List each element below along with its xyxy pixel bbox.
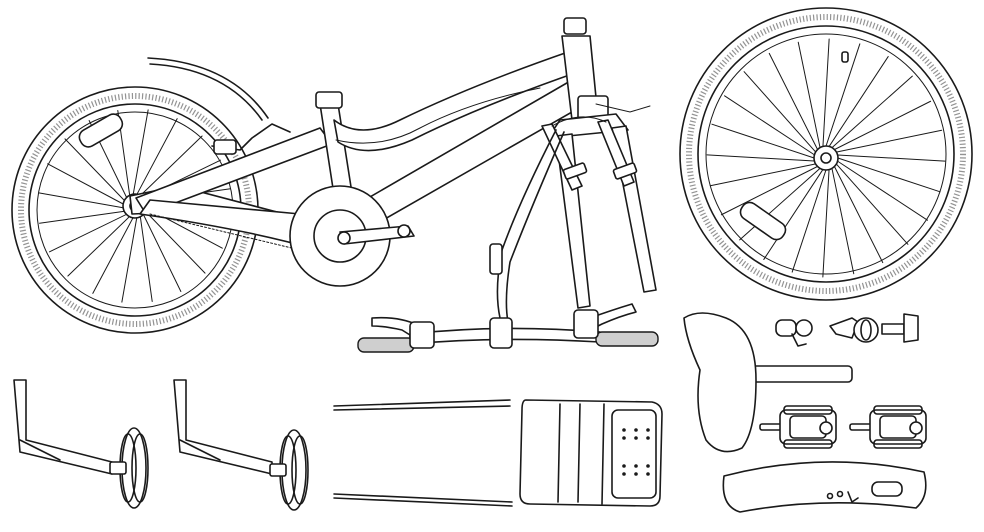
spoke xyxy=(824,43,861,149)
training-wheel-right xyxy=(173,379,309,511)
spoke xyxy=(709,163,819,187)
spoke xyxy=(132,109,149,197)
spoke xyxy=(829,75,913,150)
pedal-right xyxy=(849,405,927,449)
spoke xyxy=(143,209,206,274)
pedal-left xyxy=(759,405,837,449)
bike-frame-with-rear-wheel xyxy=(11,17,599,334)
saddle-with-seatpost xyxy=(683,312,853,453)
spoke xyxy=(822,38,830,150)
rear-rack xyxy=(333,399,663,507)
spoke xyxy=(763,167,825,260)
spoke xyxy=(139,214,153,302)
spoke xyxy=(47,163,126,206)
spoke xyxy=(834,161,909,245)
spoke xyxy=(834,154,946,162)
spoke xyxy=(832,100,932,152)
spoke xyxy=(827,56,889,149)
spoke xyxy=(121,215,138,303)
spoke xyxy=(64,138,127,203)
spoke xyxy=(92,215,135,294)
spoke xyxy=(832,164,884,264)
spoke xyxy=(768,52,820,152)
spoke xyxy=(835,156,941,193)
front-wheel xyxy=(679,7,973,301)
spoke xyxy=(67,214,132,277)
front-fork xyxy=(489,95,657,323)
spoke xyxy=(706,154,818,162)
spoke xyxy=(833,129,943,153)
spoke xyxy=(835,159,928,221)
spoke xyxy=(138,135,203,198)
spoke xyxy=(797,41,821,151)
spoke xyxy=(822,166,830,278)
spoke xyxy=(720,164,820,216)
handlebar-with-brake-levers xyxy=(357,303,659,353)
spoke xyxy=(39,210,127,224)
spoke xyxy=(831,165,855,275)
training-wheel-left xyxy=(13,379,149,509)
spoke xyxy=(49,212,129,253)
spoke xyxy=(38,192,126,209)
small-hardware-bell-reflector-key xyxy=(775,313,919,347)
front-wheel-spokes xyxy=(706,38,946,278)
spoke xyxy=(743,71,818,155)
spoke xyxy=(724,95,817,157)
spoke xyxy=(791,167,828,273)
spoke xyxy=(141,212,182,292)
spoke xyxy=(711,123,817,160)
spoke xyxy=(135,118,178,197)
spoke xyxy=(739,166,823,241)
front-fender xyxy=(722,461,927,513)
